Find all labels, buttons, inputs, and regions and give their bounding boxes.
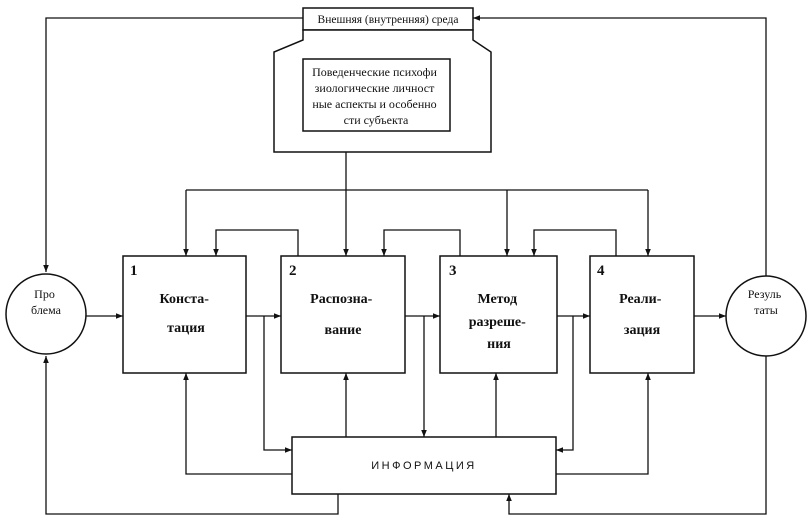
stage-3-line-2: разреше- xyxy=(469,315,526,330)
stage3-to-stage2-feedback xyxy=(381,229,461,256)
environment-to-problem-connector xyxy=(43,17,303,272)
subject-line-4: сти субъекта xyxy=(344,113,409,127)
svg-text:Реали- зация: Реали- зация xyxy=(619,292,665,338)
stage-3-number: 3 xyxy=(449,263,457,279)
stage-1-box xyxy=(122,255,247,374)
stage2-to-stage1-feedback xyxy=(213,229,299,256)
stage-4-number: 4 xyxy=(597,263,605,279)
stage-1: 1 Конста- тация xyxy=(122,255,247,374)
stage-3-line-1: Метод xyxy=(477,292,517,307)
stage-1-line-2: тация xyxy=(167,321,205,336)
stage-1-number: 1 xyxy=(130,263,138,279)
stage-3-box xyxy=(439,255,558,374)
stage-2-line-1: Распозна- xyxy=(310,292,373,307)
results-line-2: таты xyxy=(754,303,778,317)
svg-text:Распозна- вание: Распозна- вание xyxy=(310,292,376,338)
results-to-info-connector xyxy=(506,356,767,515)
environment-block: Внешняя (внутренняя) среда xyxy=(302,7,474,31)
subject-distribution-line xyxy=(186,152,648,191)
results-to-environment-connector xyxy=(473,15,767,276)
stage-2-box xyxy=(280,255,406,374)
results-node: Резуль таты xyxy=(725,275,807,357)
stage-2: 2 Распозна- вание xyxy=(280,255,406,374)
svg-text:Про блема: Про блема xyxy=(31,287,62,317)
information-block: ИНФОРМАЦИЯ xyxy=(291,436,557,495)
subject-block: Поведенческие психофи зиологические личн… xyxy=(273,29,492,153)
subject-line-3: ные аспекты и особенно xyxy=(312,97,436,111)
stage-4-line-1: Реали- xyxy=(619,292,662,307)
connectors xyxy=(43,15,767,515)
problem-line-1: Про xyxy=(34,287,55,301)
stage-3-line-3: ния xyxy=(487,337,511,352)
problem-node: Про блема xyxy=(5,273,87,355)
stage-2-number: 2 xyxy=(289,263,297,279)
stage-4-line-2: зация xyxy=(624,323,661,338)
svg-text:Конста- тация: Конста- тация xyxy=(160,292,213,336)
subject-line-1: Поведенческие психофи xyxy=(312,65,437,79)
subject-line-2: зиологические личност xyxy=(315,81,435,95)
stage4-to-stage3-feedback xyxy=(531,229,617,256)
stage-4: 4 Реали- зация xyxy=(589,255,695,374)
svg-text:Поведенческие психофи зи: Поведенческие психофи зиологические личн… xyxy=(312,65,440,127)
results-line-1: Резуль xyxy=(748,287,782,301)
stage-4-box xyxy=(589,255,695,374)
stage-3: 3 Метод разреше- ния xyxy=(439,255,558,374)
information-label: ИНФОРМАЦИЯ xyxy=(371,460,476,472)
environment-label: Внешняя (внутренняя) среда xyxy=(318,14,459,26)
problem-line-2: блема xyxy=(31,303,62,317)
stage-2-line-2: вание xyxy=(325,323,362,338)
svg-text:Метод разреше- ния: Метод разреше- ния xyxy=(469,292,530,352)
info-to-problem-connector xyxy=(43,356,339,515)
stage-1-line-1: Конста- xyxy=(160,292,210,307)
svg-text:Резуль таты: Резуль таты xyxy=(748,287,784,317)
information-box xyxy=(291,436,557,495)
subject-inner-box xyxy=(302,58,451,132)
problem-circle xyxy=(5,273,87,355)
results-circle xyxy=(725,275,807,357)
